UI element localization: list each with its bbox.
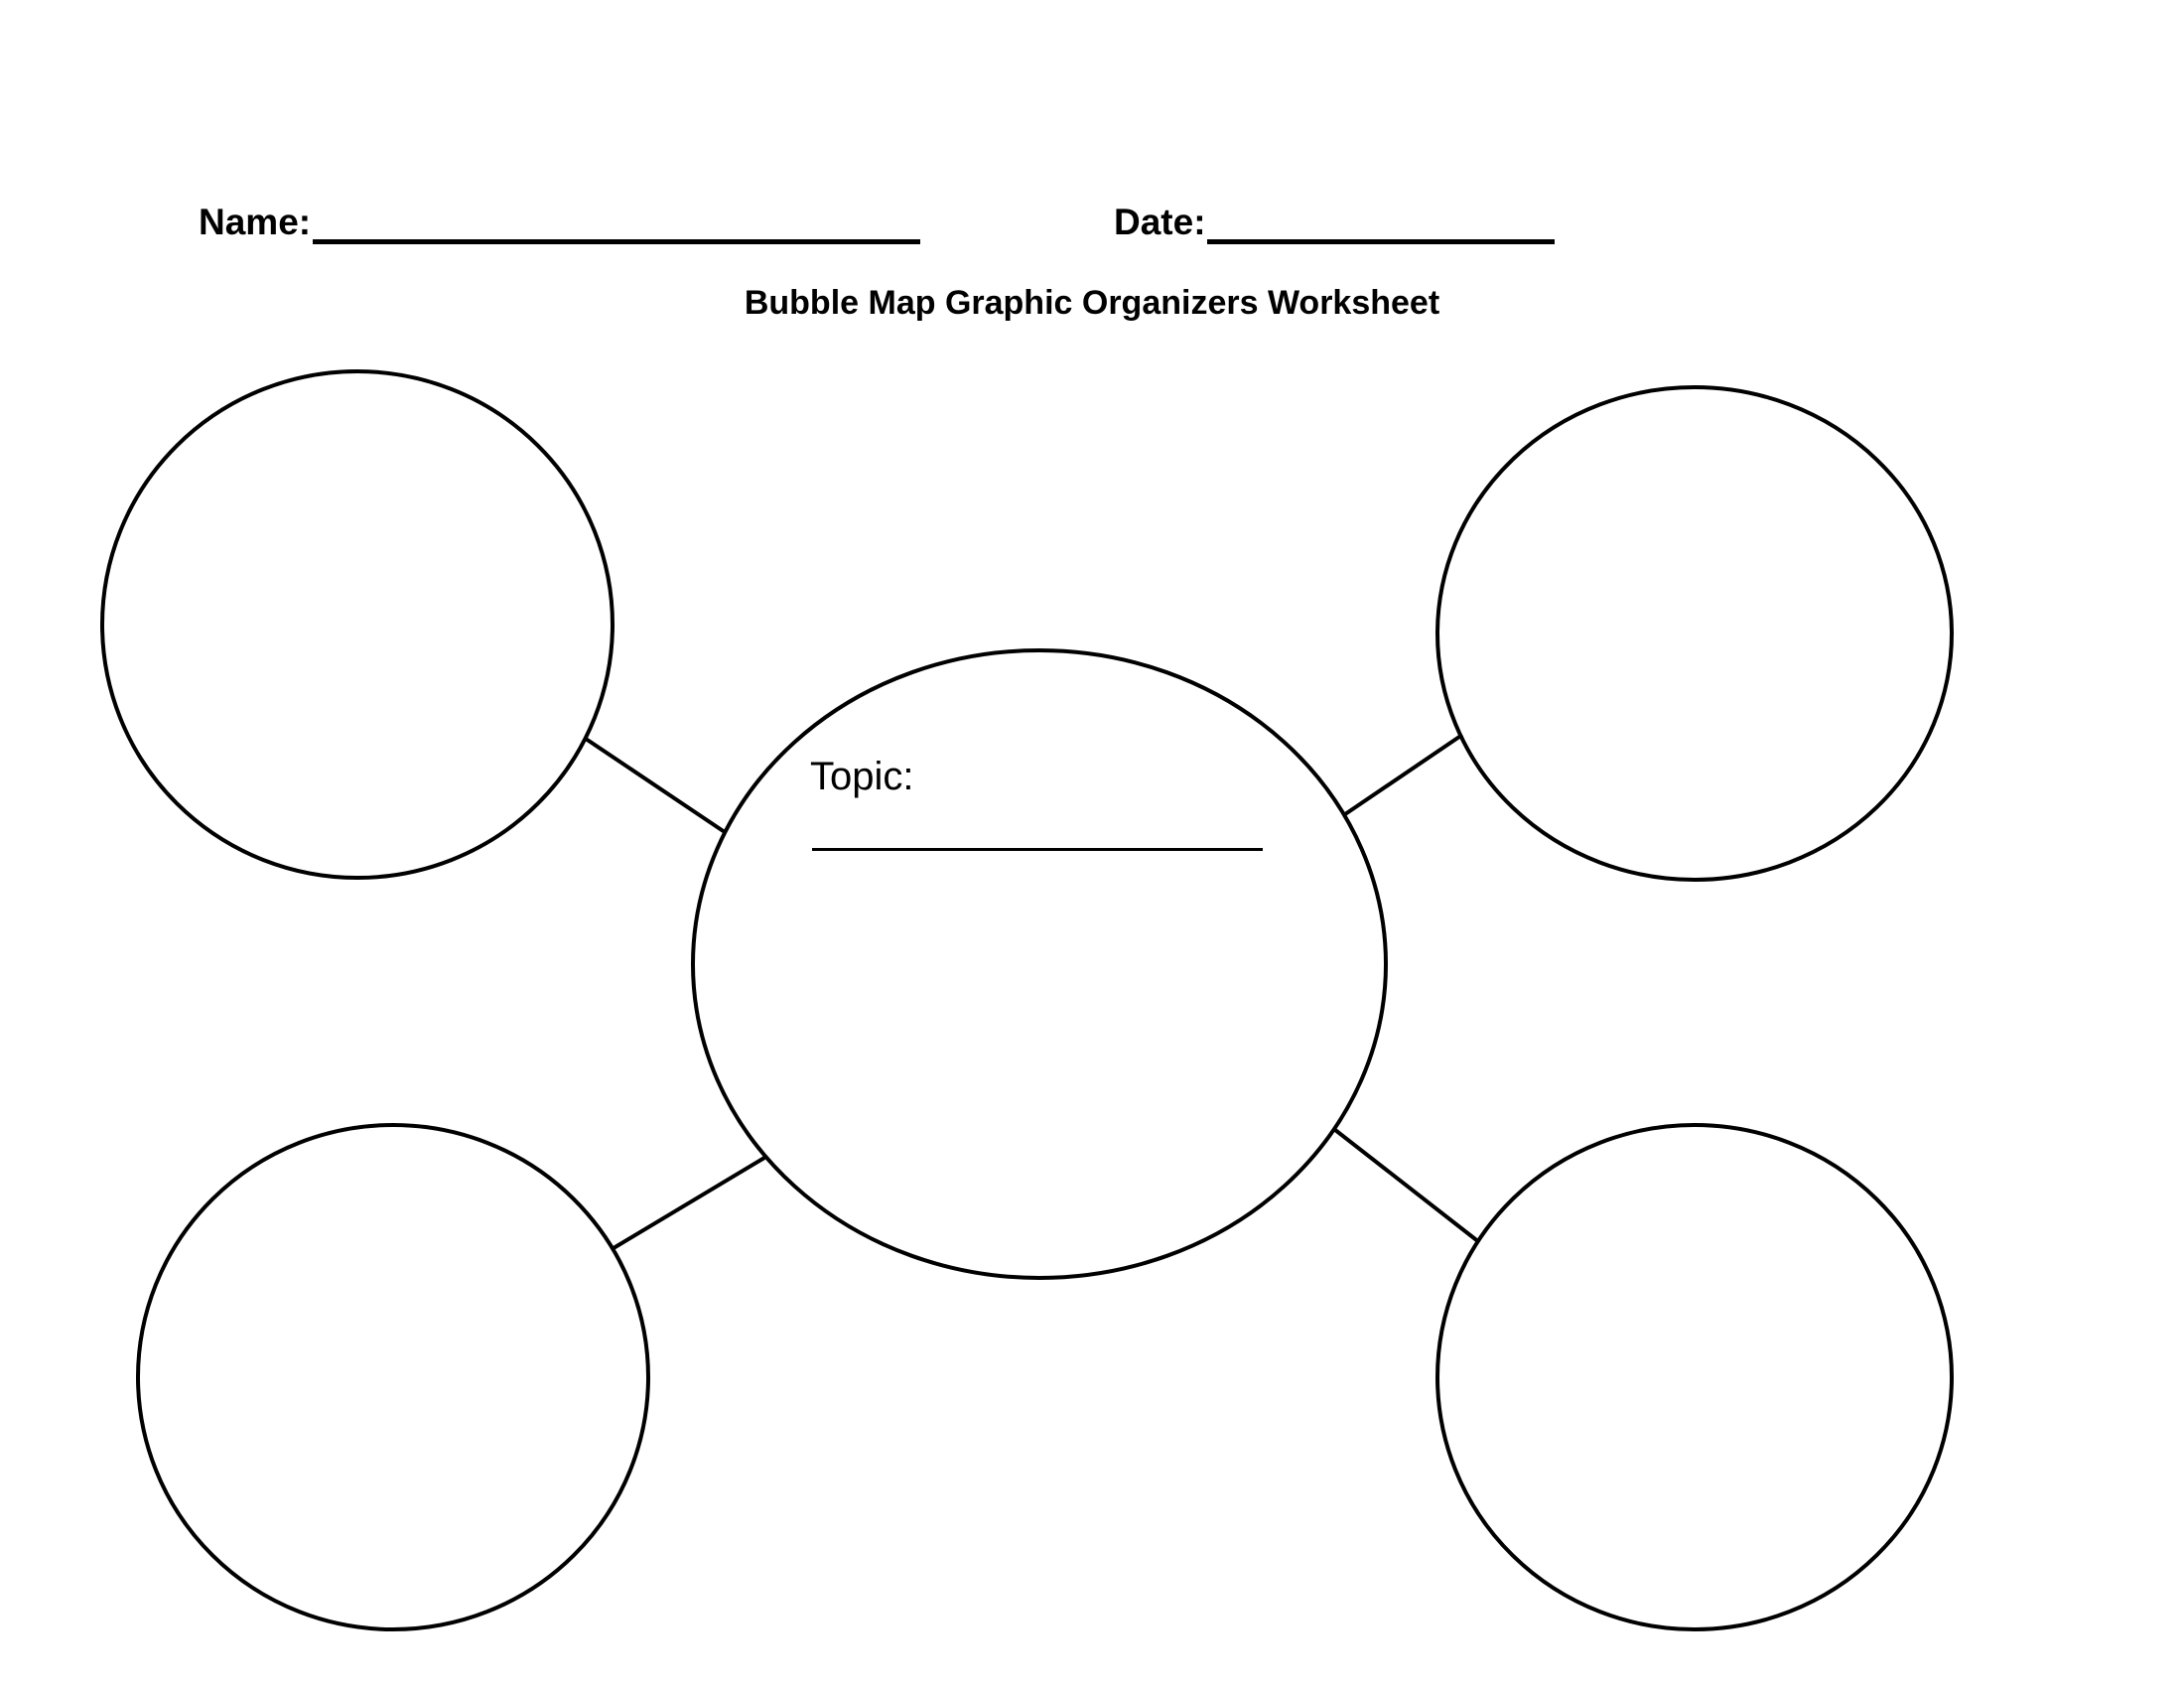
bubble-top-left[interactable]	[100, 369, 614, 880]
bubble-top-right[interactable]	[1435, 385, 1954, 882]
bubble-bottom-left[interactable]	[136, 1123, 650, 1631]
name-label: Name:	[199, 202, 312, 242]
connector-bottom-right	[1333, 1128, 1481, 1244]
connector-top-right	[1343, 733, 1464, 816]
bubble-center-topic[interactable]	[691, 648, 1388, 1280]
name-input-line[interactable]	[313, 239, 920, 244]
date-input-line[interactable]	[1207, 239, 1555, 244]
topic-input-line[interactable]	[812, 848, 1263, 851]
connector-bottom-left	[612, 1156, 766, 1250]
worksheet-title: Bubble Map Graphic Organizers Worksheet	[744, 284, 1440, 322]
topic-label: Topic:	[810, 755, 914, 798]
connector-top-left	[584, 737, 727, 834]
date-label: Date:	[1114, 202, 1206, 242]
bubble-bottom-right[interactable]	[1435, 1123, 1954, 1631]
